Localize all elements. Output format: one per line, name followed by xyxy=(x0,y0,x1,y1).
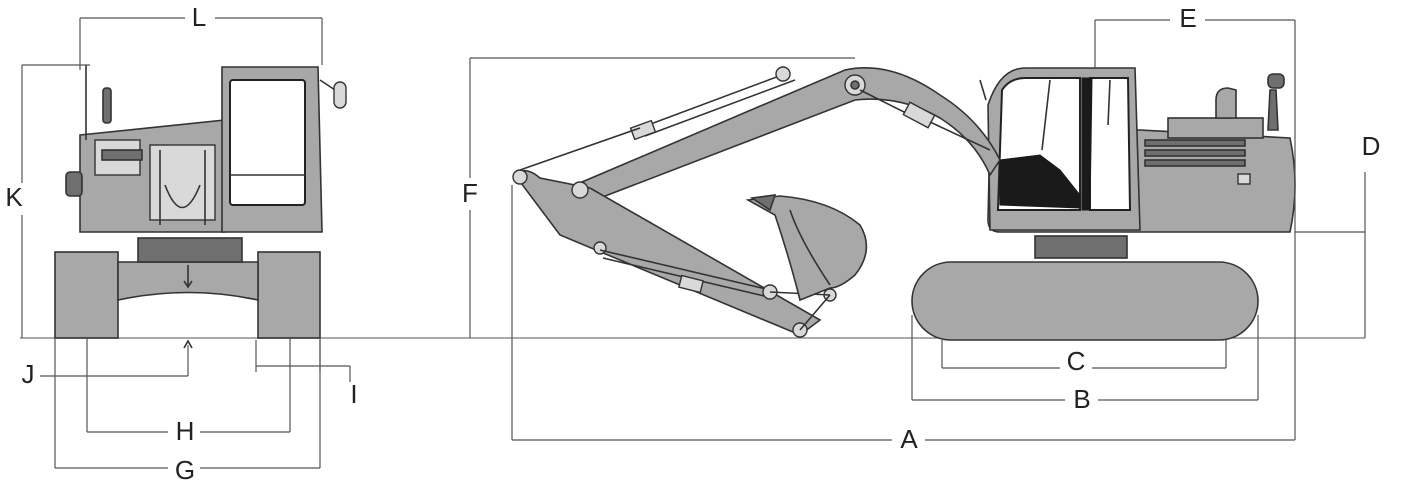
dimension-labels: L K J I H G F E D C B A xyxy=(5,2,1380,485)
front-dimensions xyxy=(21,17,351,469)
label-I: I xyxy=(350,379,357,409)
label-F: F xyxy=(462,178,478,208)
beacon-light xyxy=(1267,73,1285,89)
label-E: E xyxy=(1179,3,1196,33)
exhaust-pipe xyxy=(1215,87,1237,119)
side-swing-ring xyxy=(1034,235,1128,259)
front-left-track xyxy=(54,251,119,339)
label-B: B xyxy=(1073,384,1090,414)
label-J: J xyxy=(22,359,35,389)
label-K: K xyxy=(5,182,23,212)
front-cab-window xyxy=(229,79,306,206)
label-H: H xyxy=(176,416,195,446)
side-view xyxy=(512,66,1296,341)
front-mirror xyxy=(333,81,347,109)
label-G: G xyxy=(175,455,195,485)
side-dimensions xyxy=(469,19,1366,441)
front-swing-ring xyxy=(137,237,243,263)
front-right-track xyxy=(257,251,321,339)
label-A: A xyxy=(900,424,918,454)
front-view xyxy=(20,65,1365,339)
label-C: C xyxy=(1067,346,1086,376)
label-D: D xyxy=(1362,131,1381,161)
engine-grille xyxy=(1144,139,1246,167)
label-L: L xyxy=(192,2,206,32)
side-crawler-track xyxy=(911,261,1259,341)
